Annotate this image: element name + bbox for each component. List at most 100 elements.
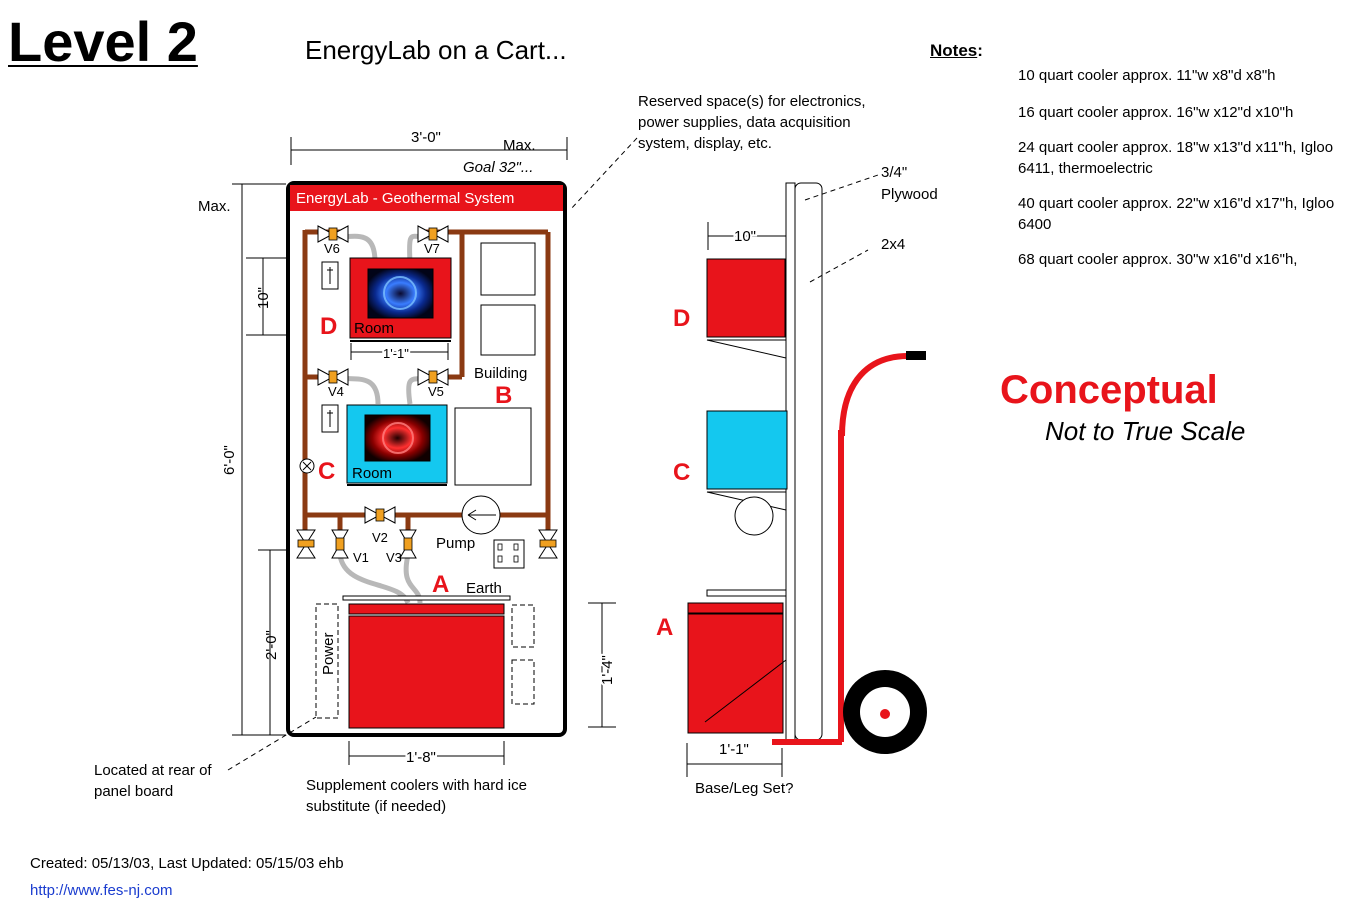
width-goal-label: Goal 32"... xyxy=(463,159,533,176)
valve-v3[interactable] xyxy=(399,515,417,559)
flow-meter-icon xyxy=(299,458,315,474)
earth-cooler xyxy=(348,615,505,729)
note-1: 10 quart cooler approx. 11"w x8"d x8"h xyxy=(1018,67,1276,84)
thermostat-c-icon xyxy=(321,404,339,433)
side-cooler-d xyxy=(706,258,786,338)
dim-1ft4 xyxy=(588,602,616,728)
dim-1ft4-label: 1'-4" xyxy=(599,655,616,685)
power-label: Power xyxy=(320,632,337,675)
room-d-label: Room xyxy=(354,320,394,337)
pump-icon xyxy=(461,495,501,535)
valve-v3-label: V3 xyxy=(386,550,402,565)
dim-1ft8 xyxy=(348,741,505,765)
note-3: 24 quart cooler approx. 18"w x13"d x11"h… xyxy=(1018,139,1334,177)
valve-v6-label: V6 xyxy=(324,241,340,256)
width-max-label: Max. xyxy=(503,137,536,154)
thermostat-d-icon xyxy=(321,261,339,290)
valve-v1[interactable] xyxy=(331,515,349,559)
not-to-scale-note: Not to True Scale xyxy=(1045,416,1246,446)
valve-v4[interactable] xyxy=(317,368,349,386)
dim-1ft8-label: 1'-8" xyxy=(406,749,436,766)
two-by-four-leader xyxy=(809,249,869,283)
panel-title: EnergyLab - Geothermal System xyxy=(296,190,514,207)
side-label-c: C xyxy=(673,459,690,486)
side-dim-10in-label: 10" xyxy=(734,228,756,245)
earth-label: Earth xyxy=(466,580,502,597)
footer-url-link[interactable]: http://www.fes-nj.com xyxy=(30,882,173,899)
plywood-label-1: 3/4" xyxy=(881,164,907,181)
pump-label: Pump xyxy=(436,535,475,552)
valve-v2-label: V2 xyxy=(372,530,388,545)
valve-v2[interactable] xyxy=(364,506,396,524)
height-dimension xyxy=(232,183,292,736)
reserved-space-note: Reserved space(s) for electronics, power… xyxy=(638,93,866,152)
valve-right-drain[interactable] xyxy=(538,529,558,559)
page-subtitle: EnergyLab on a Cart... xyxy=(305,35,567,65)
rear-note-line2: panel board xyxy=(94,783,173,800)
power-outlet-icon xyxy=(493,539,525,569)
plywood-leader xyxy=(804,174,879,201)
side-dim-1ft1 xyxy=(686,743,783,777)
panel-title-bar xyxy=(290,185,563,211)
room-c-label: Room xyxy=(352,465,392,482)
building-box-1 xyxy=(480,242,536,296)
building-label: Building xyxy=(474,365,527,382)
spare-box-2 xyxy=(511,659,535,705)
valve-v5-label: V5 xyxy=(428,384,444,399)
width-dim-label: 3'-0" xyxy=(411,129,441,146)
note-5: 68 quart cooler approx. 30"w x16"d x16"h… xyxy=(1018,251,1298,268)
height-dim-label: 6'-0" xyxy=(221,445,238,475)
two-by-four-label: 2x4 xyxy=(881,236,905,253)
earth-cooler-lid xyxy=(348,603,505,615)
reserved-leader-line xyxy=(569,137,638,211)
two-foot-dim-label: 2'-0" xyxy=(263,630,280,660)
note-4: 40 quart cooler approx. 22"w x16"d x17"h… xyxy=(1018,195,1335,233)
page-title: Level 2 xyxy=(8,10,198,73)
dim-1ft1-front xyxy=(350,343,449,360)
rear-note-line1: Located at rear of xyxy=(94,762,212,779)
earth-shelf xyxy=(342,595,511,601)
fan-red-icon xyxy=(364,414,431,462)
valve-v7-label: V7 xyxy=(424,241,440,256)
power-box xyxy=(315,603,339,719)
label-c: C xyxy=(318,458,335,485)
plywood-label-2: Plywood xyxy=(881,186,938,203)
rear-leader-line xyxy=(227,716,317,771)
side-dim-10in xyxy=(707,222,786,250)
valve-v6[interactable] xyxy=(317,225,349,243)
conceptual-stamp: Conceptual xyxy=(1000,368,1218,412)
label-b: B xyxy=(495,382,512,409)
cart-grip xyxy=(906,351,926,360)
valve-v7[interactable] xyxy=(417,225,449,243)
notes-label: Notes: xyxy=(930,41,983,60)
valve-left-drain[interactable] xyxy=(296,529,316,559)
valve-v1-label: V1 xyxy=(353,550,369,565)
side-shelf-a xyxy=(706,589,787,597)
spare-box-1 xyxy=(511,604,535,648)
ten-inch-dim-label: 10" xyxy=(255,287,272,309)
label-d: D xyxy=(320,313,337,340)
dim-1ft1-label: 1'-1" xyxy=(383,346,409,361)
ice-note-line2: substitute (if needed) xyxy=(306,798,446,815)
side-pump-icon xyxy=(734,496,774,536)
valve-v5[interactable] xyxy=(417,368,449,386)
valve-v4-label: V4 xyxy=(328,384,344,399)
building-box-2 xyxy=(480,304,536,356)
footer-created: Created: 05/13/03, Last Updated: 05/15/0… xyxy=(30,855,344,872)
side-label-a: A xyxy=(656,614,673,641)
side-cooler-a xyxy=(687,613,784,734)
two-by-four xyxy=(794,182,823,741)
label-a: A xyxy=(432,571,449,598)
ice-note-line1: Supplement coolers with hard ice xyxy=(306,777,527,794)
side-dim-1ft1-label: 1'-1" xyxy=(719,741,749,758)
height-max-label: Max. xyxy=(198,198,231,215)
piping xyxy=(302,229,551,530)
base-note: Base/Leg Set? xyxy=(695,780,793,797)
width-dimension xyxy=(290,137,568,165)
cart-wheel-icon xyxy=(843,670,927,754)
building-box-3 xyxy=(454,407,532,486)
side-label-d: D xyxy=(673,305,690,332)
side-brace xyxy=(704,659,787,723)
note-2: 16 quart cooler approx. 16"w x12"d x10"h xyxy=(1018,104,1294,121)
